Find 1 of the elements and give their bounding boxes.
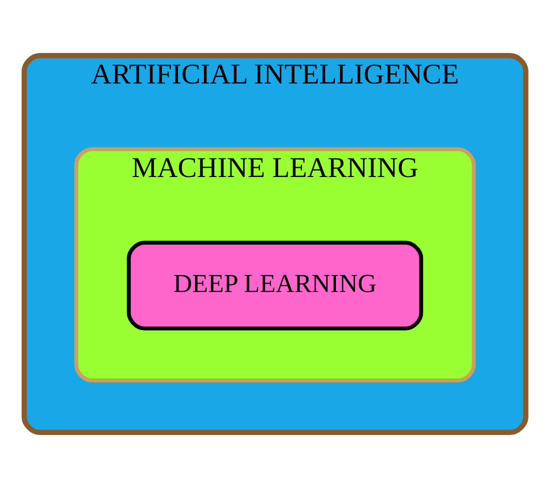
node-box: DEEP LEARNING (126, 240, 424, 330)
